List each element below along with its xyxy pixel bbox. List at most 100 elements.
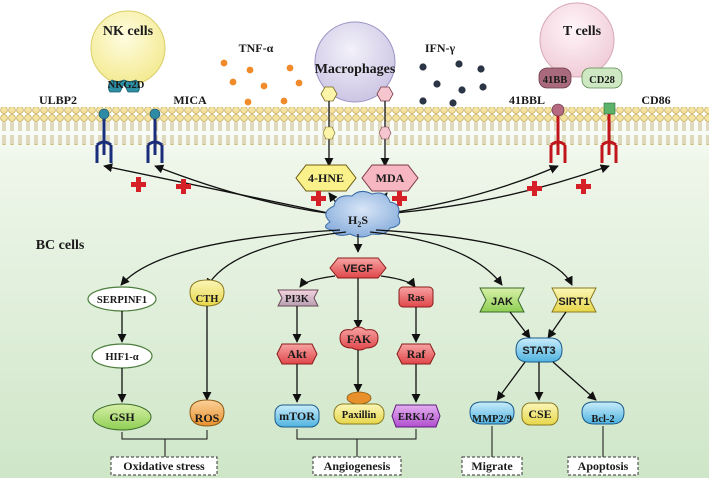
angiogenesis-label: Angiogenesis	[324, 459, 391, 473]
ros-label: ROS	[195, 411, 220, 425]
bc-cells-label: BC cells	[36, 238, 85, 253]
h2s-inhibition-lines	[103, 163, 610, 215]
mmp-label: MMP2/9	[472, 414, 512, 425]
mtor-label: mTOR	[279, 409, 315, 423]
serpinf1-label: SERPINF1	[97, 295, 147, 306]
h2s-sub: 2	[357, 220, 361, 229]
tnf-alpha-molecules	[220, 59, 303, 106]
cross-41bbl	[527, 181, 542, 196]
ras-label: Ras	[408, 293, 425, 304]
cse-node: CSE	[521, 402, 559, 426]
mda-precursor-hexagon	[376, 86, 394, 102]
hif1a-node: HIF1-α	[91, 343, 153, 369]
inhibition-crosses	[131, 177, 591, 206]
cross-cd86	[576, 179, 591, 194]
raf-node: Raf	[396, 343, 436, 365]
fak-label: FAK	[347, 332, 372, 346]
jak-sirt1-to-stat3-arrows	[509, 311, 567, 339]
erk-label: ERK1/2	[398, 412, 434, 423]
ros-node: ROS	[189, 399, 225, 427]
cth-label: CTH	[196, 294, 219, 305]
paxillin-label: Paxillin	[342, 410, 377, 421]
gsh-node: GSH	[92, 403, 152, 431]
mtor-node: mTOR	[274, 404, 320, 428]
cd86-ligand	[600, 102, 618, 163]
outcome-angiogenesis: Angiogenesis	[312, 456, 402, 476]
stat3-node: STAT3	[515, 337, 563, 363]
41bbl-label: 41BBL	[509, 93, 545, 107]
bcl2-node: Bcl-2	[581, 401, 625, 425]
ifn-gamma-molecules	[419, 60, 487, 107]
outcome-migrate: Migrate	[461, 456, 523, 476]
receptor-cd28	[581, 67, 623, 89]
outcome-apoptosis: Apoptosis	[567, 456, 639, 476]
h2s-branch-arrows	[120, 229, 573, 288]
macrophage-label: Macrophages	[315, 62, 396, 77]
t-cell: T cells 41BB CD28	[538, 2, 623, 89]
outcome-brackets	[121, 426, 604, 457]
h2s-h: H	[348, 213, 358, 227]
raf-label: Raf	[407, 347, 427, 361]
ras-node: Ras	[398, 286, 434, 308]
pi3k-node: PI3K	[277, 289, 319, 307]
tnf-alpha-label: TNF-α	[239, 41, 274, 55]
hif1a-label: HIF1-α	[105, 352, 138, 363]
cross-mda	[392, 191, 407, 206]
cross-mica	[176, 179, 191, 194]
nkg2d-receptor	[108, 79, 140, 93]
hne-membrane-hexagon	[322, 126, 336, 140]
pi3k-label: PI3K	[285, 294, 310, 305]
mda-label: MDA	[376, 171, 405, 185]
ulbp2-ligand	[95, 108, 113, 163]
ulbp2-label: ULBP2	[39, 93, 77, 107]
sirt1-label: SIRT1	[558, 296, 589, 308]
receptor-cd28-label: CD28	[589, 75, 615, 86]
41bbl-ligand	[549, 103, 567, 163]
erk-node: ERK1/2	[391, 404, 441, 428]
gsh-label: GSH	[109, 410, 135, 424]
receptor-41bb	[538, 67, 572, 89]
vegf-arrows	[299, 275, 416, 329]
fak-node: FAK	[339, 326, 379, 351]
h2s-cloud: H2S	[325, 190, 401, 238]
receptor-41bb-label: 41BB	[543, 75, 568, 86]
outcome-oxidative-stress: Oxidative stress	[110, 456, 218, 476]
cth-node: CTH	[189, 279, 225, 307]
jak-node: JAK	[479, 287, 525, 313]
hne-precursor-hexagon	[320, 86, 338, 102]
stat3-label: STAT3	[522, 345, 555, 357]
mmp-node: MMP2/9	[469, 401, 515, 425]
macrophage: Macrophages	[314, 21, 396, 103]
h2s-label: H2S	[348, 213, 368, 229]
h2s-s: S	[361, 213, 368, 227]
oxidative-label: Oxidative stress	[123, 459, 205, 473]
cross-ulbp2	[131, 177, 146, 192]
ifn-gamma-label: IFN-γ	[425, 41, 456, 55]
cse-label: CSE	[528, 407, 551, 421]
nkg2d-label: NKG2D	[108, 80, 145, 91]
nk-cell: NK cells NKG2D	[90, 10, 166, 93]
mda-node: MDA	[361, 164, 419, 192]
jak-label: JAK	[491, 296, 513, 308]
cross-hne	[311, 191, 326, 206]
paxillin-node: Paxillin	[333, 391, 385, 425]
vegf-label: VEGF	[343, 263, 373, 275]
mica-ligand	[146, 108, 164, 163]
hne-label: 4-HNE	[308, 171, 344, 185]
akt-label: Akt	[287, 347, 306, 361]
serpinf1-node: SERPINF1	[87, 286, 157, 312]
t-cell-label: T cells	[563, 24, 602, 39]
mica-label: MICA	[173, 93, 207, 107]
mda-membrane-hexagon	[378, 126, 392, 140]
vegf-node: VEGF	[329, 257, 387, 279]
apoptosis-label: Apoptosis	[578, 459, 629, 473]
cd86-label: CD86	[641, 93, 670, 107]
migrate-label: Migrate	[471, 459, 513, 473]
bcl2-label: Bcl-2	[591, 414, 614, 425]
hne-node: 4-HNE	[295, 164, 357, 192]
akt-node: Akt	[276, 343, 318, 365]
cell-membrane	[0, 107, 709, 145]
sirt1-node: SIRT1	[551, 287, 597, 313]
stat3-arrows	[496, 361, 597, 401]
